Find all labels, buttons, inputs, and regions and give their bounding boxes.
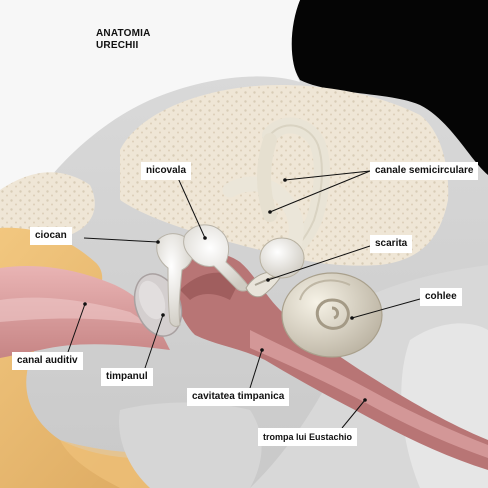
label-canale-semicirculare: canale semicirculare [370,162,479,180]
label-scarita: scarita [370,235,413,253]
cochlea [281,272,383,358]
dark-background [290,0,488,175]
leader-dots [83,178,367,402]
label-timpanul: timpanul [101,368,153,386]
outer-bone-surface [0,0,300,200]
label-trompa-lui-eustachio: trompa lui Eustachio [258,428,358,446]
label-nicovala: nicovala [141,162,192,180]
diagram-title: ANATOMIA URECHII [96,28,151,52]
mastoid-region [0,172,95,240]
label-ciocan: ciocan [30,227,72,245]
title-line-1: ANATOMIA [96,28,151,39]
incus [183,224,251,292]
eustachian-tube [250,330,488,458]
leader-lines [67,170,421,429]
label-cavitatea-timpanica: cavitatea timpanica [187,388,290,406]
temporal-bone [120,85,449,266]
label-canal-auditiv: canal auditiv [12,352,83,370]
label-cohlee: cohlee [420,288,462,306]
vestibule [259,237,305,279]
title-line-2: URECHII [96,40,139,51]
